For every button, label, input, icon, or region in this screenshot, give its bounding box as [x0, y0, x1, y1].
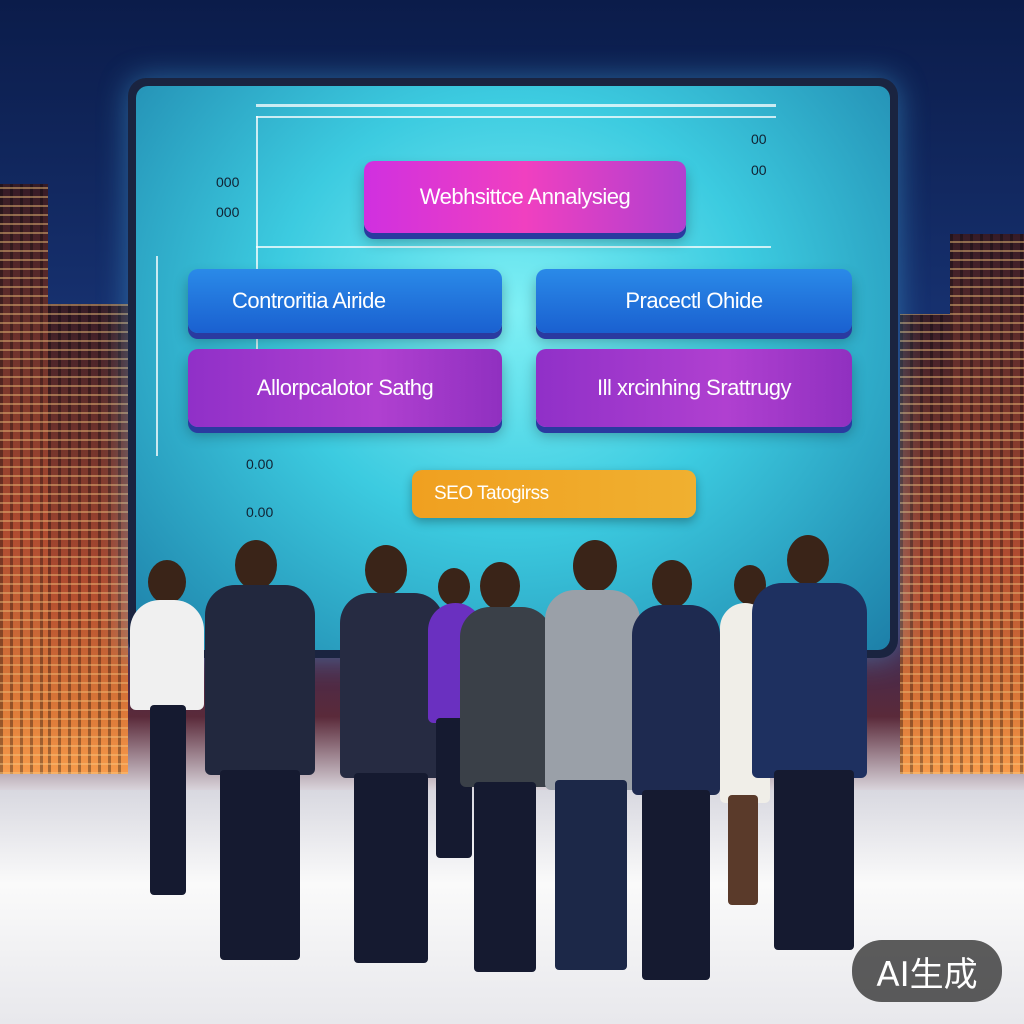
strategy-box: Allorpcalotor Sathg — [188, 349, 502, 427]
marketing-strategy-box: Ill xrcinhing Srattrugy — [536, 349, 852, 427]
divider — [256, 104, 776, 107]
screen-content: 000 000 00 00 0.00 0.00 Webhsittce Annal… — [136, 86, 890, 650]
connector-line — [156, 256, 158, 456]
skyscraper — [950, 234, 1024, 774]
stat-number: 0.00 — [246, 456, 274, 472]
stat-number: 000 — [216, 204, 240, 220]
skyscraper — [0, 184, 48, 774]
seo-targets-box: SEO Tatogirss — [412, 470, 696, 518]
stat-number: 00 — [751, 162, 767, 178]
practical-guide-box: Pracectl Ohide — [536, 269, 852, 333]
content-box: Controritia Airide — [188, 269, 502, 333]
stat-number: 000 — [216, 174, 240, 190]
skyscraper — [900, 314, 950, 774]
display-screen: 000 000 00 00 0.00 0.00 Webhsittce Annal… — [128, 78, 898, 658]
skyscraper — [48, 304, 128, 774]
website-analysis-box: Webhsittce Annalysieg — [364, 161, 686, 233]
watermark: AI生成 — [852, 940, 1002, 1002]
stat-number: 0.00 — [246, 504, 274, 520]
stat-number: 00 — [751, 131, 767, 147]
connector-line — [256, 246, 771, 248]
divider — [256, 116, 776, 118]
